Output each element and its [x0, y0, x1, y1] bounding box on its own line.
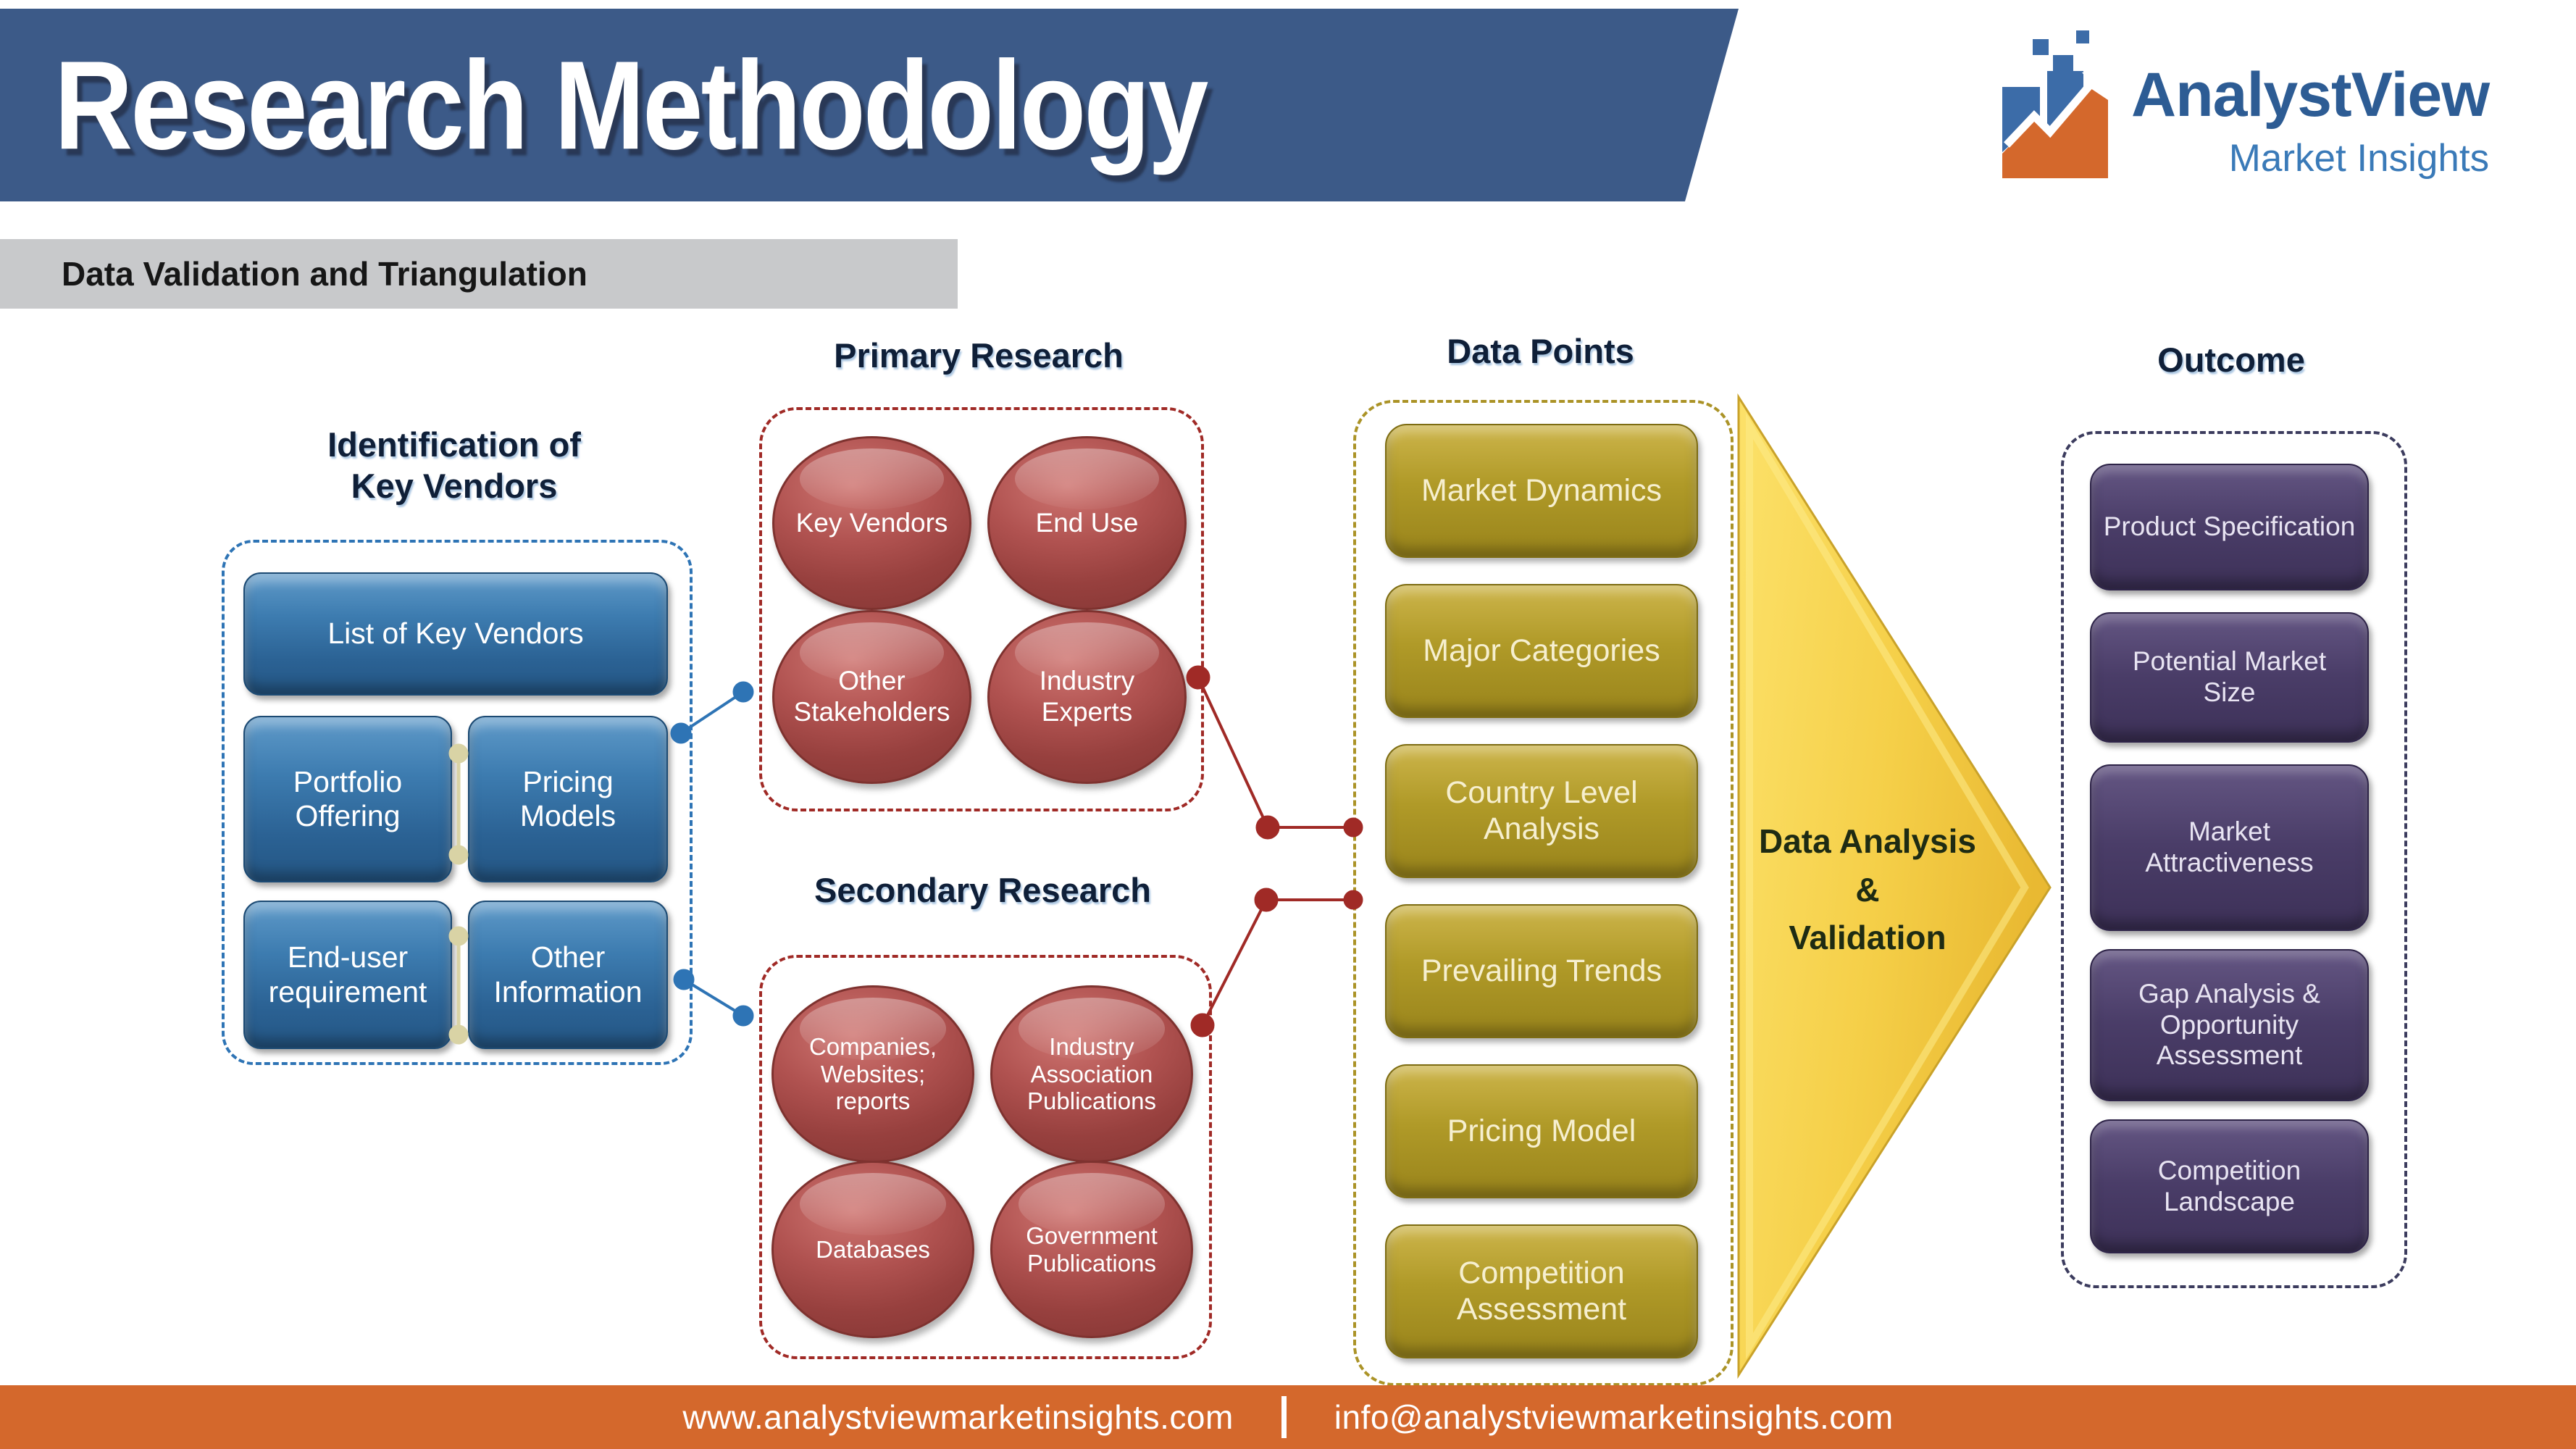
- outcome-title: Outcome: [2157, 341, 2305, 379]
- identification-item-other-information: Other Information: [468, 901, 668, 1049]
- identification-title-line1: Identification of: [327, 425, 581, 464]
- title-banner: Research Methodology: [0, 9, 1739, 201]
- identification-item-pricing-models: Pricing Models: [468, 716, 668, 882]
- primary-research-title: Primary Research: [834, 336, 1124, 375]
- identification-item-portfolio-offering: Portfolio Offering: [243, 716, 452, 882]
- secondary-ellipse-government-publications: Government Publications: [990, 1161, 1193, 1338]
- outcome-group-box: [2061, 431, 2407, 1288]
- data-point-market-dynamics: Market Dynamics: [1385, 424, 1698, 558]
- data-point-competition-assessment: Competition Assessment: [1385, 1224, 1698, 1358]
- data-point-country-level-analysis: Country Level Analysis: [1385, 744, 1698, 878]
- outcome-market-attractiveness: Market Attractiveness: [2090, 764, 2369, 931]
- research-to-data-points-connectors: [1186, 665, 1363, 1037]
- outcome-product-specification: Product Specification: [2090, 464, 2369, 590]
- secondary-ellipse-companies-websites-reports: Companies, Websites; reports: [771, 985, 974, 1163]
- footer-bar: www.analystviewmarketinsights.com info@a…: [0, 1385, 2576, 1449]
- primary-ellipse-key-vendors: Key Vendors: [772, 436, 971, 610]
- data-point-prevailing-trends: Prevailing Trends: [1385, 904, 1698, 1038]
- secondary-ellipse-industry-association-publications: Industry Association Publications: [990, 985, 1193, 1163]
- analystview-logo-icon: [2002, 30, 2108, 178]
- secondary-research-title: Secondary Research: [814, 871, 1152, 909]
- primary-ellipse-other-stakeholders: Other Stakeholders: [772, 610, 971, 784]
- outcome-competition-landscape: Competition Landscape: [2090, 1119, 2369, 1253]
- footer-email: info@analystviewmarketinsights.com: [1334, 1398, 1894, 1436]
- brand-logo: AnalystView Market Insights: [2001, 28, 2490, 180]
- footer-separator: [1281, 1396, 1287, 1438]
- identification-item-end-user-requirement: End-user requirement: [243, 901, 452, 1049]
- footer-website: www.analystviewmarketinsights.com: [682, 1398, 1234, 1436]
- data-points-title: Data Points: [1447, 332, 1634, 370]
- primary-research-group-box: [759, 407, 1204, 811]
- logo-text-block: AnalystView Market Insights: [2131, 60, 2490, 180]
- identification-title: Identification of Key Vendors: [222, 424, 687, 507]
- data-point-major-categories: Major Categories: [1385, 584, 1698, 718]
- identification-title-line2: Key Vendors: [351, 467, 558, 506]
- secondary-research-group-box: [759, 955, 1212, 1359]
- outcome-gap-analysis-opportunity-assessment: Gap Analysis & Opportunity Assessment: [2090, 949, 2369, 1101]
- arrow-label-line3: Validation: [1789, 919, 1946, 957]
- identification-item-list-of-key-vendors: List of Key Vendors: [243, 572, 668, 696]
- identification-group-box: [222, 540, 693, 1065]
- data-point-pricing-model: Pricing Model: [1385, 1064, 1698, 1198]
- arrow-label-line1: Data Analysis: [1759, 822, 1976, 860]
- subtitle-label: Data Validation and Triangulation: [62, 255, 587, 293]
- secondary-ellipse-databases: Databases: [771, 1161, 974, 1338]
- primary-ellipse-end-use: End Use: [987, 436, 1187, 610]
- outcome-potential-market-size: Potential Market Size: [2090, 612, 2369, 743]
- primary-ellipse-industry-experts: Industry Experts: [987, 610, 1187, 784]
- data-analysis-validation-label: Data Analysis & Validation: [1744, 817, 1991, 962]
- arrow-label-line2: &: [1855, 870, 1880, 909]
- subtitle-bar: Data Validation and Triangulation: [0, 239, 958, 309]
- logo-brand-name: AnalystView: [2131, 60, 2490, 130]
- logo-tagline: Market Insights: [2228, 137, 2490, 180]
- page-title: Research Methodology: [54, 33, 1207, 175]
